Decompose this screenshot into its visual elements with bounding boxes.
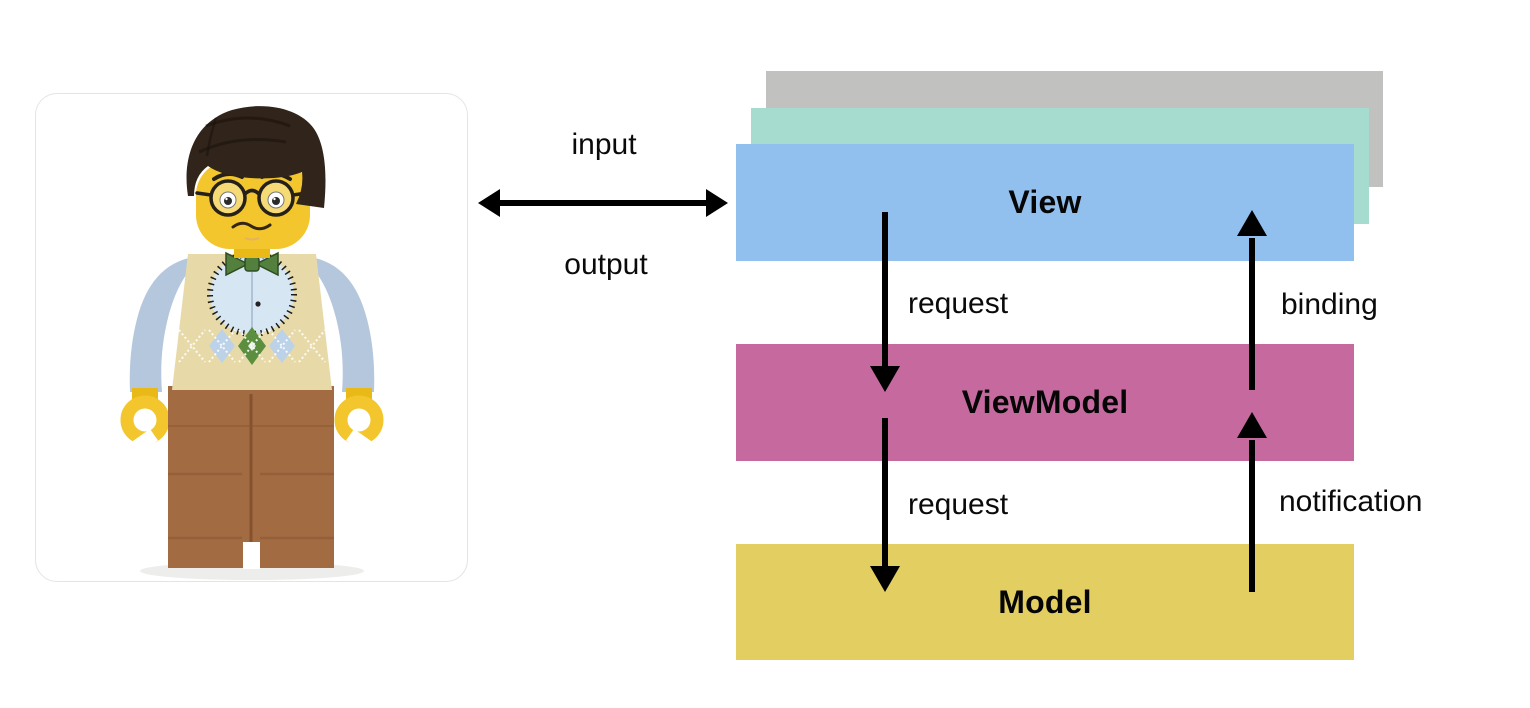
input-output-double-arrow-icon xyxy=(478,189,728,217)
flow-arrows xyxy=(870,210,1267,592)
lego-minifigure-icon xyxy=(120,106,384,580)
flow-label-binding: binding xyxy=(1281,288,1378,321)
figure-hands xyxy=(120,395,384,454)
figure-bow-tie xyxy=(225,251,279,277)
output-label: output xyxy=(564,248,648,281)
figure-argyle-pattern xyxy=(178,327,326,365)
arrow-binding-viewmodel-to-view-icon xyxy=(1237,210,1267,390)
layer-view-label: View xyxy=(1008,184,1082,220)
figure-arms xyxy=(129,257,375,392)
figure-mouth xyxy=(231,221,272,231)
arrow-request-viewmodel-to-model-icon xyxy=(870,418,900,592)
flow-label-request-viewmodel-to-model: request xyxy=(908,488,1009,521)
layer-viewmodel-label: ViewModel xyxy=(961,384,1129,420)
arrow-request-view-to-viewmodel-icon xyxy=(870,212,900,392)
input-label: input xyxy=(571,128,637,161)
figure-hair xyxy=(186,106,326,208)
arrow-notification-model-to-viewmodel-icon xyxy=(1237,412,1267,592)
flow-label-notification: notification xyxy=(1279,485,1423,518)
flow-label-request-view-to-viewmodel: request xyxy=(908,287,1009,320)
figure-legs xyxy=(168,386,334,569)
figure-face xyxy=(195,172,309,241)
layer-model-label: Model xyxy=(998,583,1092,620)
user-card xyxy=(35,93,468,582)
